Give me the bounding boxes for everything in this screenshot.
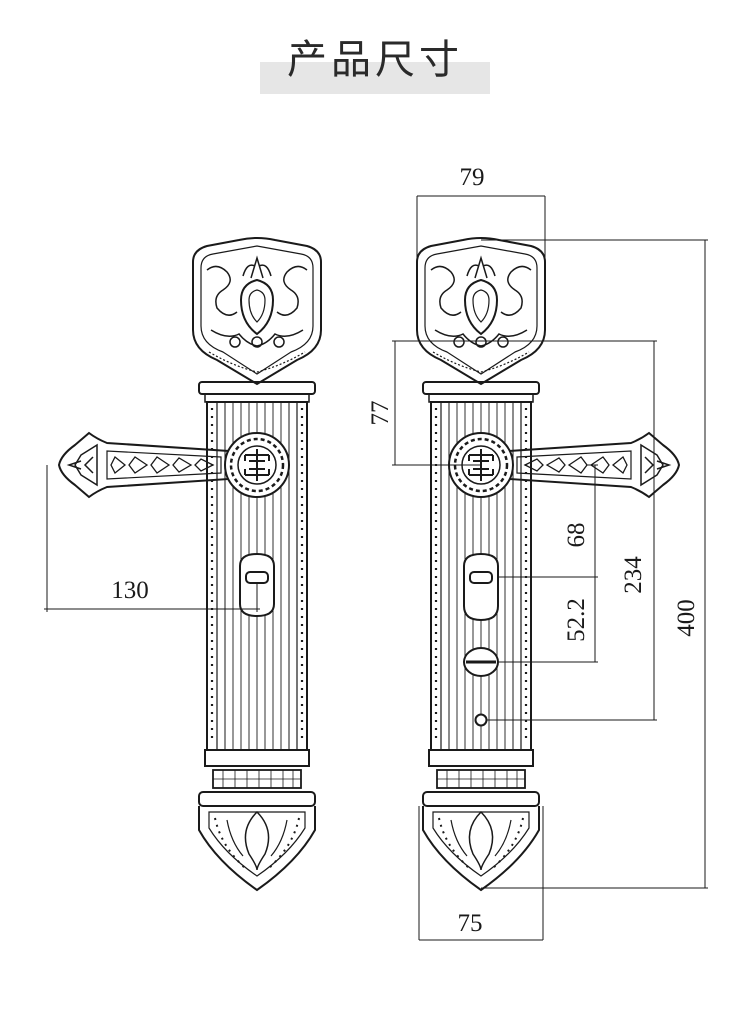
lock-left-view xyxy=(58,236,323,892)
title-block: 产品尺寸 xyxy=(260,30,490,94)
dim-cylinder-to-thumbturn-label: 52.2 xyxy=(563,598,590,642)
dim-total-height-label: 400 xyxy=(673,599,700,637)
dim-handle-to-cylinder-label: 68 xyxy=(563,523,590,548)
dim-knob-offset-label: 77 xyxy=(367,401,394,426)
dimension-lines xyxy=(44,195,708,941)
dim-bottom-width-label: 75 xyxy=(458,910,483,937)
title-underline-bar xyxy=(260,62,490,94)
page-title: 产品尺寸 xyxy=(287,37,463,83)
dim-lever-length-label: 130 xyxy=(111,577,149,604)
dim-knob-to-hole-label: 234 xyxy=(620,556,647,594)
dim-top-width-label: 79 xyxy=(460,164,485,191)
